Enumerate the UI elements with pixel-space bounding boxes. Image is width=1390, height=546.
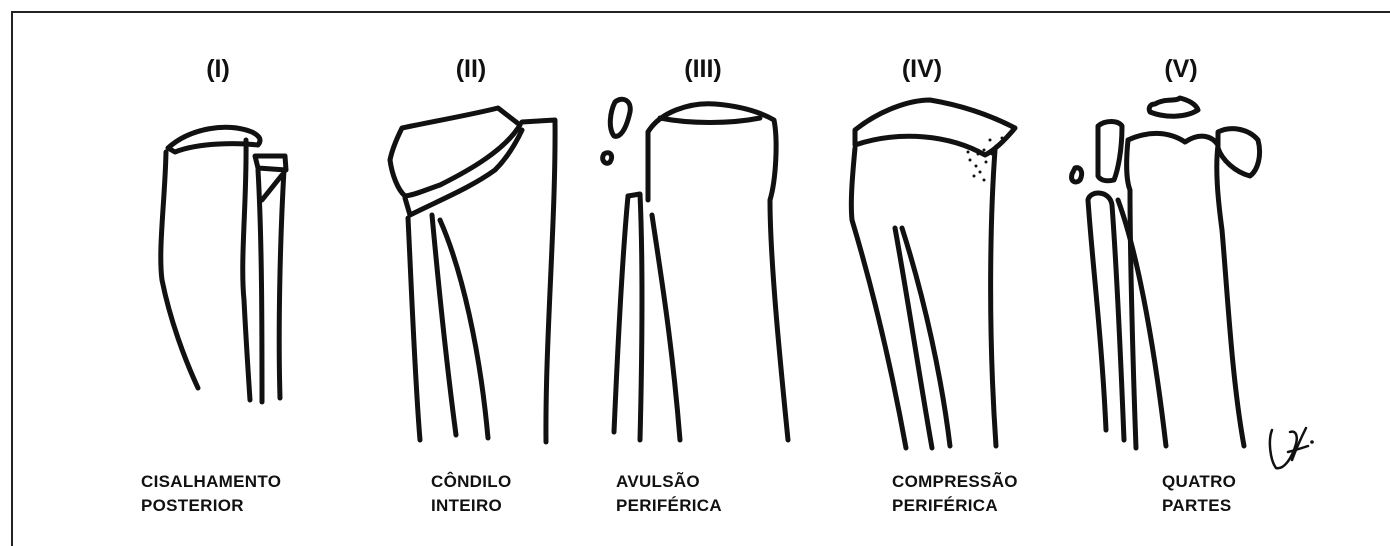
type-iii-caption: AVULSÃO PERIFÉRICA <box>616 470 722 518</box>
type-ii-caption-line1: CÔNDILO <box>431 470 511 494</box>
type-iv-bone-drawing <box>851 100 1015 448</box>
type-iv-caption-line2: PERIFÉRICA <box>892 494 1018 518</box>
type-v-caption-line1: QUATRO <box>1162 470 1236 494</box>
type-i-caption-line2: POSTERIOR <box>141 494 281 518</box>
artist-signature <box>1270 428 1314 468</box>
type-ii-bone-drawing <box>390 108 555 442</box>
type-i-caption-line1: CISALHAMENTO <box>141 470 281 494</box>
type-ii-caption-line2: INTEIRO <box>431 494 511 518</box>
type-i-caption: CISALHAMENTO POSTERIOR <box>141 470 281 518</box>
type-iv-caption: COMPRESSÃO PERIFÉRICA <box>892 470 1018 518</box>
type-iii-caption-line2: PERIFÉRICA <box>616 494 722 518</box>
type-v-caption-line2: PARTES <box>1162 494 1236 518</box>
type-v-caption: QUATRO PARTES <box>1162 470 1236 518</box>
type-iii-bone-drawing <box>603 99 788 440</box>
type-i-bone-drawing <box>161 127 286 402</box>
type-v-bone-drawing <box>1072 98 1260 448</box>
type-ii-caption: CÔNDILO INTEIRO <box>431 470 511 518</box>
type-iv-caption-line1: COMPRESSÃO <box>892 470 1018 494</box>
type-iii-caption-line1: AVULSÃO <box>616 470 722 494</box>
